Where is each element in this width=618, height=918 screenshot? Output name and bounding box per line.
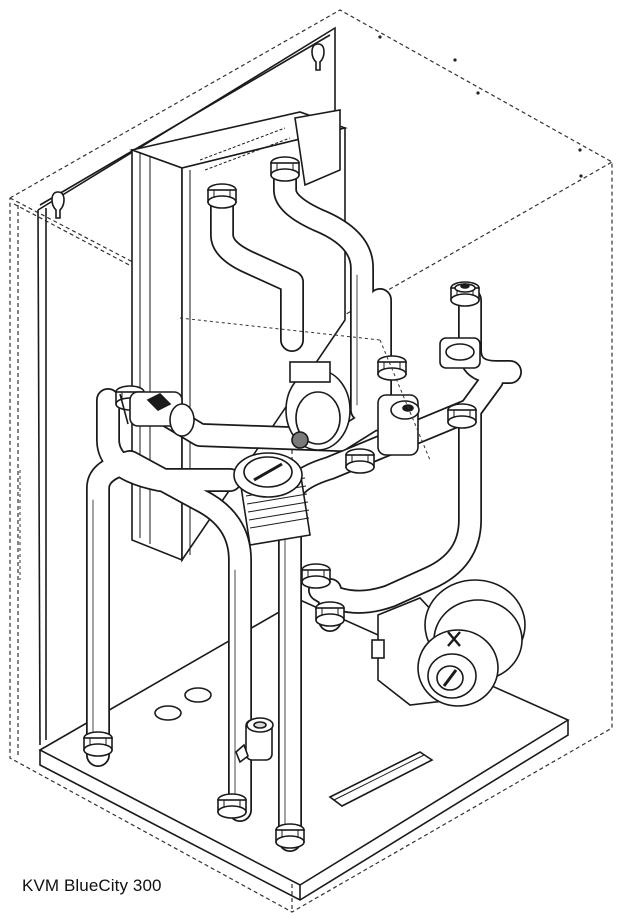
- filter-strainer: [233, 452, 311, 546]
- mixing-valve: [377, 394, 420, 456]
- main-pump: [371, 579, 526, 707]
- pump-x-icon: [447, 631, 461, 647]
- outlet-stub: [439, 337, 481, 369]
- screw-slot-icon: [253, 462, 283, 482]
- hanger-keyhole-icon: [51, 43, 325, 219]
- air-vent: [454, 283, 476, 293]
- drain-valve: [235, 717, 274, 764]
- hidden-lines: [19, 317, 431, 580]
- upper-pump: [285, 361, 351, 451]
- model-caption: KVM BlueCity 300: [22, 876, 162, 895]
- ball-valve: [119, 391, 195, 437]
- casing-dots: [378, 35, 583, 178]
